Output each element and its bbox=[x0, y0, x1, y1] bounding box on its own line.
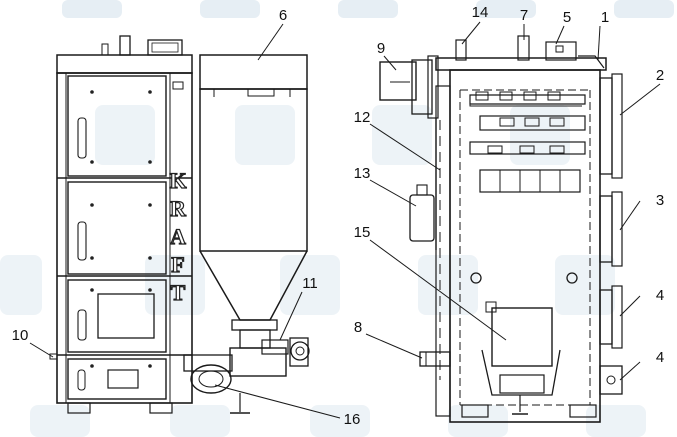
brand-letter-f: F bbox=[171, 252, 184, 277]
return-pipe bbox=[419, 351, 451, 367]
expansion-vessel bbox=[409, 194, 435, 242]
hopper-outlet bbox=[231, 319, 278, 331]
flue-outlet-top bbox=[119, 35, 131, 56]
callout-2: 2 bbox=[656, 67, 664, 84]
brand-letter-k: K bbox=[169, 168, 186, 193]
side-door-3 bbox=[599, 195, 613, 263]
burner-fan bbox=[190, 364, 232, 394]
side-door-2 bbox=[599, 77, 613, 175]
brand-letters: K R A F T bbox=[169, 167, 188, 305]
auger-housing bbox=[229, 347, 287, 377]
callout-1: 1 bbox=[601, 9, 609, 26]
boiler-body-front bbox=[56, 72, 193, 404]
leader-lines bbox=[29, 21, 661, 419]
drain-valve bbox=[49, 353, 58, 360]
front-foot-left bbox=[67, 402, 91, 414]
callout-13: 13 bbox=[354, 165, 371, 182]
callout-3: 3 bbox=[656, 192, 664, 209]
callout-4-upper: 4 bbox=[656, 287, 664, 304]
callout-9: 9 bbox=[377, 40, 385, 57]
callout-5: 5 bbox=[563, 9, 571, 26]
upper-door-handle bbox=[77, 117, 87, 159]
callout-11: 11 bbox=[302, 275, 318, 292]
upper-door bbox=[67, 75, 167, 177]
combustion-chamber bbox=[491, 307, 553, 367]
callout-15: 15 bbox=[354, 224, 371, 241]
brand-letter-a: A bbox=[170, 224, 186, 249]
callout-8: 8 bbox=[354, 319, 362, 336]
ash-door bbox=[67, 358, 167, 400]
callout-labels: 6 11 10 16 14 7 5 1 9 2 12 13 3 15 4 8 4 bbox=[12, 4, 665, 428]
callout-10: 10 bbox=[12, 327, 29, 344]
callout-7: 7 bbox=[520, 7, 528, 24]
inspection-window bbox=[97, 293, 155, 339]
callout-16: 16 bbox=[344, 411, 361, 428]
brand-letter-t: T bbox=[171, 280, 186, 305]
flue-pipe bbox=[379, 61, 417, 101]
hopper-lid bbox=[199, 54, 308, 90]
top-fitting-14 bbox=[455, 39, 467, 61]
middle-door-handle bbox=[77, 221, 87, 261]
control-unit-5 bbox=[545, 41, 577, 61]
side-door-4-lower bbox=[599, 365, 623, 395]
lower-door-handle bbox=[77, 309, 87, 341]
front-view bbox=[49, 35, 193, 414]
auger-motor bbox=[289, 337, 309, 367]
burner-assembly bbox=[183, 329, 310, 414]
callout-12: 12 bbox=[354, 109, 371, 126]
callout-14: 14 bbox=[472, 4, 489, 21]
lower-door bbox=[67, 279, 167, 353]
callout-6: 6 bbox=[279, 7, 287, 24]
callout-4-lower: 4 bbox=[656, 349, 664, 366]
front-foot-right bbox=[149, 402, 173, 414]
side-view bbox=[379, 35, 623, 423]
pellet-hopper bbox=[199, 54, 308, 331]
ash-door-viewport bbox=[107, 369, 139, 389]
heat-exchanger-lower bbox=[479, 169, 581, 193]
middle-door bbox=[67, 181, 167, 275]
brand-letter-r: R bbox=[170, 196, 187, 221]
boiler-cap bbox=[56, 54, 193, 74]
control-panel-top bbox=[147, 39, 183, 56]
hopper-body bbox=[199, 88, 308, 252]
